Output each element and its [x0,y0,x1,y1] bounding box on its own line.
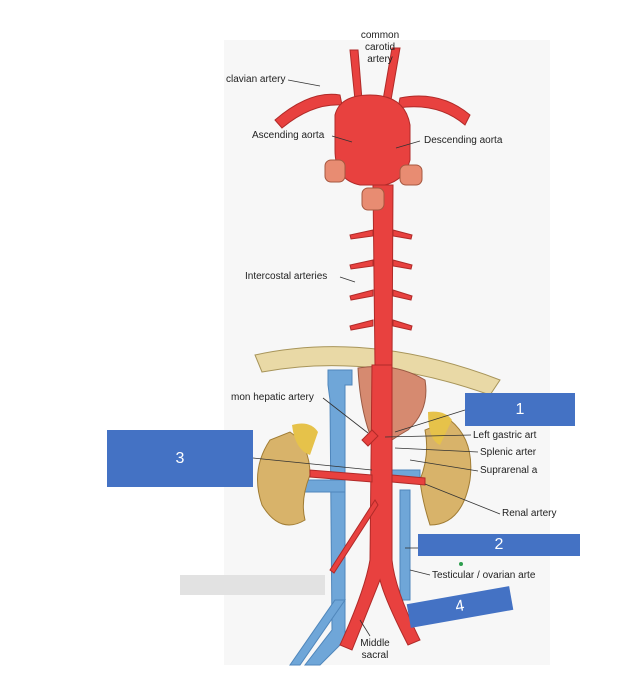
marker-dot [459,562,463,566]
label-splenic-artery: Splenic arter [480,447,537,458]
label-middle-sacral: Middle sacral [360,638,390,661]
answer-box-3[interactable]: 3 [107,430,253,487]
answer-box-2[interactable]: 2 [418,534,580,556]
label-suprarenal-artery: Suprarenal a [480,465,538,476]
label-subclavian-artery: clavian artery [226,74,286,85]
label-ascending-aorta: Ascending aorta [252,130,325,141]
label-renal-artery: Renal artery [502,508,557,519]
label-descending-aorta: Descending aorta [424,135,503,146]
label-common-carotid: common carotid artery [360,30,400,65]
label-common-hepatic-artery: mon hepatic artery [231,392,314,403]
aortic-coils [324,159,423,211]
blank-answer-box[interactable] [180,575,325,595]
aorta [274,47,471,651]
vena-cava [289,369,421,666]
label-left-gastric-artery: Left gastric art [473,430,537,441]
label-intercostal-arteries: Intercostal arteries [245,271,328,282]
answer-box-1[interactable]: 1 [465,393,575,426]
leader-lines [252,79,501,637]
label-testicular-ovarian-artery: Testicular / ovarian arte [432,570,536,581]
kidneys [257,411,472,526]
